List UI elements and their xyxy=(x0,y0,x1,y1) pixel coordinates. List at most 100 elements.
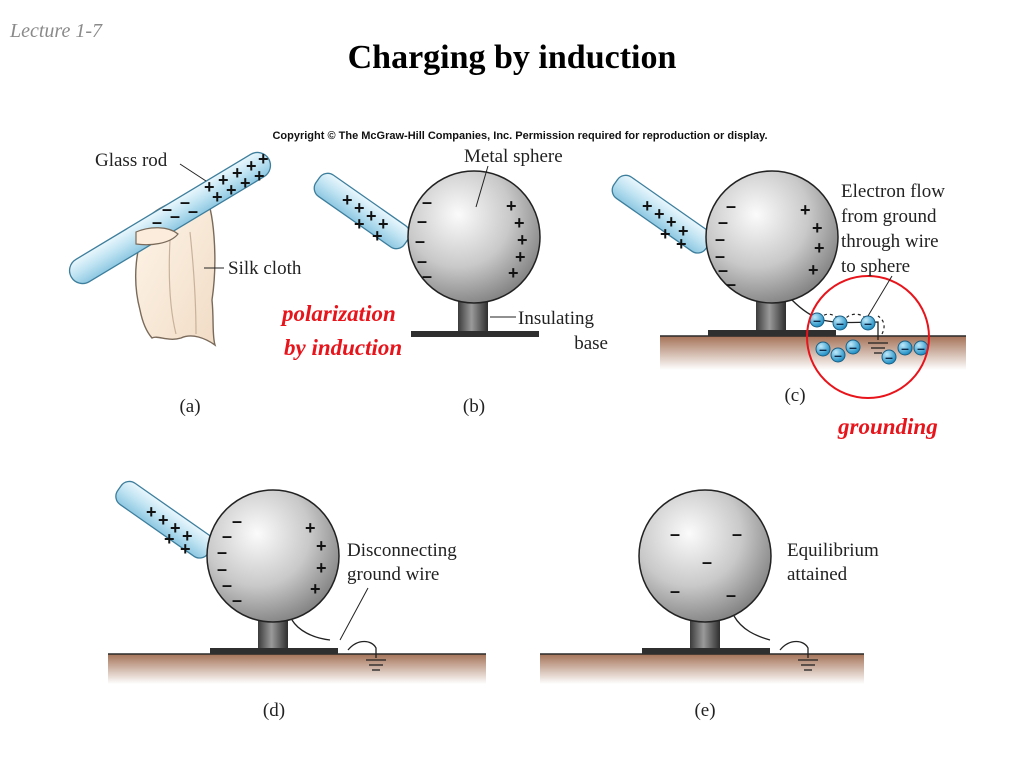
charged-rod-d: + + + + + + xyxy=(115,480,214,559)
svg-text:–: – xyxy=(864,315,872,331)
svg-text:–: – xyxy=(917,340,925,356)
svg-text:–: – xyxy=(718,212,728,232)
svg-text:–: – xyxy=(901,340,909,356)
svg-text:+: + xyxy=(506,196,517,216)
ground-d xyxy=(108,654,486,684)
svg-text:+: + xyxy=(642,196,653,216)
metal-sphere-b xyxy=(407,170,541,304)
svg-text:+: + xyxy=(654,204,665,224)
svg-text:+: + xyxy=(676,234,687,254)
svg-text:–: – xyxy=(170,206,180,226)
glass-rod xyxy=(68,151,272,285)
cloth-fold-front xyxy=(135,227,179,246)
svg-text:+: + xyxy=(342,190,353,210)
glass-rod-label: Glass rod xyxy=(95,150,168,171)
caption-e: (e) xyxy=(694,700,715,721)
svg-text:+: + xyxy=(372,226,383,246)
svg-text:+: + xyxy=(808,260,819,280)
svg-text:+: + xyxy=(814,238,825,258)
slide-title: Charging by induction xyxy=(348,39,677,76)
ground-wire-e-earth xyxy=(779,640,809,658)
svg-text:+: + xyxy=(226,180,237,200)
svg-text:–: – xyxy=(232,590,242,610)
caption-a: (a) xyxy=(179,396,200,417)
disconnecting-leader xyxy=(339,587,369,641)
svg-text:–: – xyxy=(222,526,232,546)
panel-d: + + + + + + – – – – – – + + + + xyxy=(108,480,486,721)
sphere-b-negative-charges: – – – – – xyxy=(415,192,432,286)
panel-a: + + + + + + + + + – – – – – Glass rod Si… xyxy=(68,149,302,417)
ground-wire-label: ground wire xyxy=(347,564,439,585)
svg-text:–: – xyxy=(834,347,842,363)
svg-text:–: – xyxy=(819,341,827,357)
svg-text:–: – xyxy=(417,251,427,271)
svg-text:+: + xyxy=(514,213,525,233)
panel-e: – – – – – Equilibrium attained (e) xyxy=(540,489,879,721)
svg-text:–: – xyxy=(232,511,242,531)
insulating-base-c xyxy=(708,299,836,336)
lecture-tag: Lecture 1-7 xyxy=(9,20,103,42)
silk-cloth-label: Silk cloth xyxy=(228,258,302,279)
metal-sphere-c xyxy=(705,170,839,304)
sphere-d-negative-charges: – – – – – – xyxy=(217,511,242,610)
svg-text:+: + xyxy=(316,536,327,556)
svg-text:+: + xyxy=(164,529,175,549)
svg-text:+: + xyxy=(310,579,321,599)
svg-text:–: – xyxy=(836,315,844,331)
svg-text:–: – xyxy=(732,524,742,544)
svg-text:–: – xyxy=(702,552,712,572)
svg-text:+: + xyxy=(146,502,157,522)
attained-label: attained xyxy=(787,564,848,585)
svg-text:+: + xyxy=(170,518,181,538)
caption-c: (c) xyxy=(784,385,805,406)
svg-text:+: + xyxy=(678,221,689,241)
svg-text:–: – xyxy=(885,349,893,365)
svg-text:+: + xyxy=(354,198,365,218)
insulating-base xyxy=(411,299,539,337)
svg-text:–: – xyxy=(670,581,680,601)
svg-text:+: + xyxy=(517,230,528,250)
panel-c: + + + + + + – – – – – – + + + + xyxy=(611,170,966,439)
rod-positive-charges: + + + + + + + + + xyxy=(204,149,269,207)
svg-text:+: + xyxy=(515,247,526,267)
svg-text:–: – xyxy=(813,312,821,328)
svg-text:+: + xyxy=(246,156,257,176)
svg-text:–: – xyxy=(726,196,736,216)
charged-rod-b: + + + + + + xyxy=(313,172,411,250)
svg-text:–: – xyxy=(715,246,725,266)
svg-text:–: – xyxy=(180,192,190,212)
metal-sphere-leader xyxy=(475,165,489,208)
svg-text:+: + xyxy=(305,518,316,538)
sphere-b-positive-charges: + + + + + xyxy=(506,196,528,283)
svg-text:–: – xyxy=(162,199,172,219)
by-induction-annotation: by induction xyxy=(284,335,402,360)
base-label: base xyxy=(574,333,608,354)
svg-text:–: – xyxy=(422,266,432,286)
svg-text:–: – xyxy=(726,585,736,605)
svg-text:–: – xyxy=(422,192,432,212)
metal-sphere-label: Metal sphere xyxy=(464,146,563,167)
disconnecting-label: Disconnecting xyxy=(347,540,457,561)
sphere-e-negative-charges: – – – – – xyxy=(670,524,742,605)
svg-text:+: + xyxy=(800,200,811,220)
svg-text:+: + xyxy=(812,218,823,238)
svg-text:+: + xyxy=(666,212,677,232)
svg-text:+: + xyxy=(158,510,169,530)
equilibrium-label: Equilibrium xyxy=(787,540,879,561)
sphere-c-positive-charges: + + + + xyxy=(800,200,825,280)
svg-text:–: – xyxy=(670,524,680,544)
svg-text:–: – xyxy=(188,201,198,221)
svg-text:+: + xyxy=(204,177,215,197)
svg-text:–: – xyxy=(415,231,425,251)
electron-flow-label-4: to sphere xyxy=(841,256,910,277)
ground-symbol-e xyxy=(798,659,818,671)
glass-rod-leader xyxy=(179,163,207,182)
sphere-c-negative-charges: – – – – – – xyxy=(715,196,736,294)
svg-text:+: + xyxy=(212,187,223,207)
svg-text:+: + xyxy=(354,214,365,234)
svg-text:–: – xyxy=(849,339,857,355)
electron-flow-label-2: from ground xyxy=(841,206,937,227)
svg-text:+: + xyxy=(218,170,229,190)
grounding-highlight-circle xyxy=(806,275,930,399)
